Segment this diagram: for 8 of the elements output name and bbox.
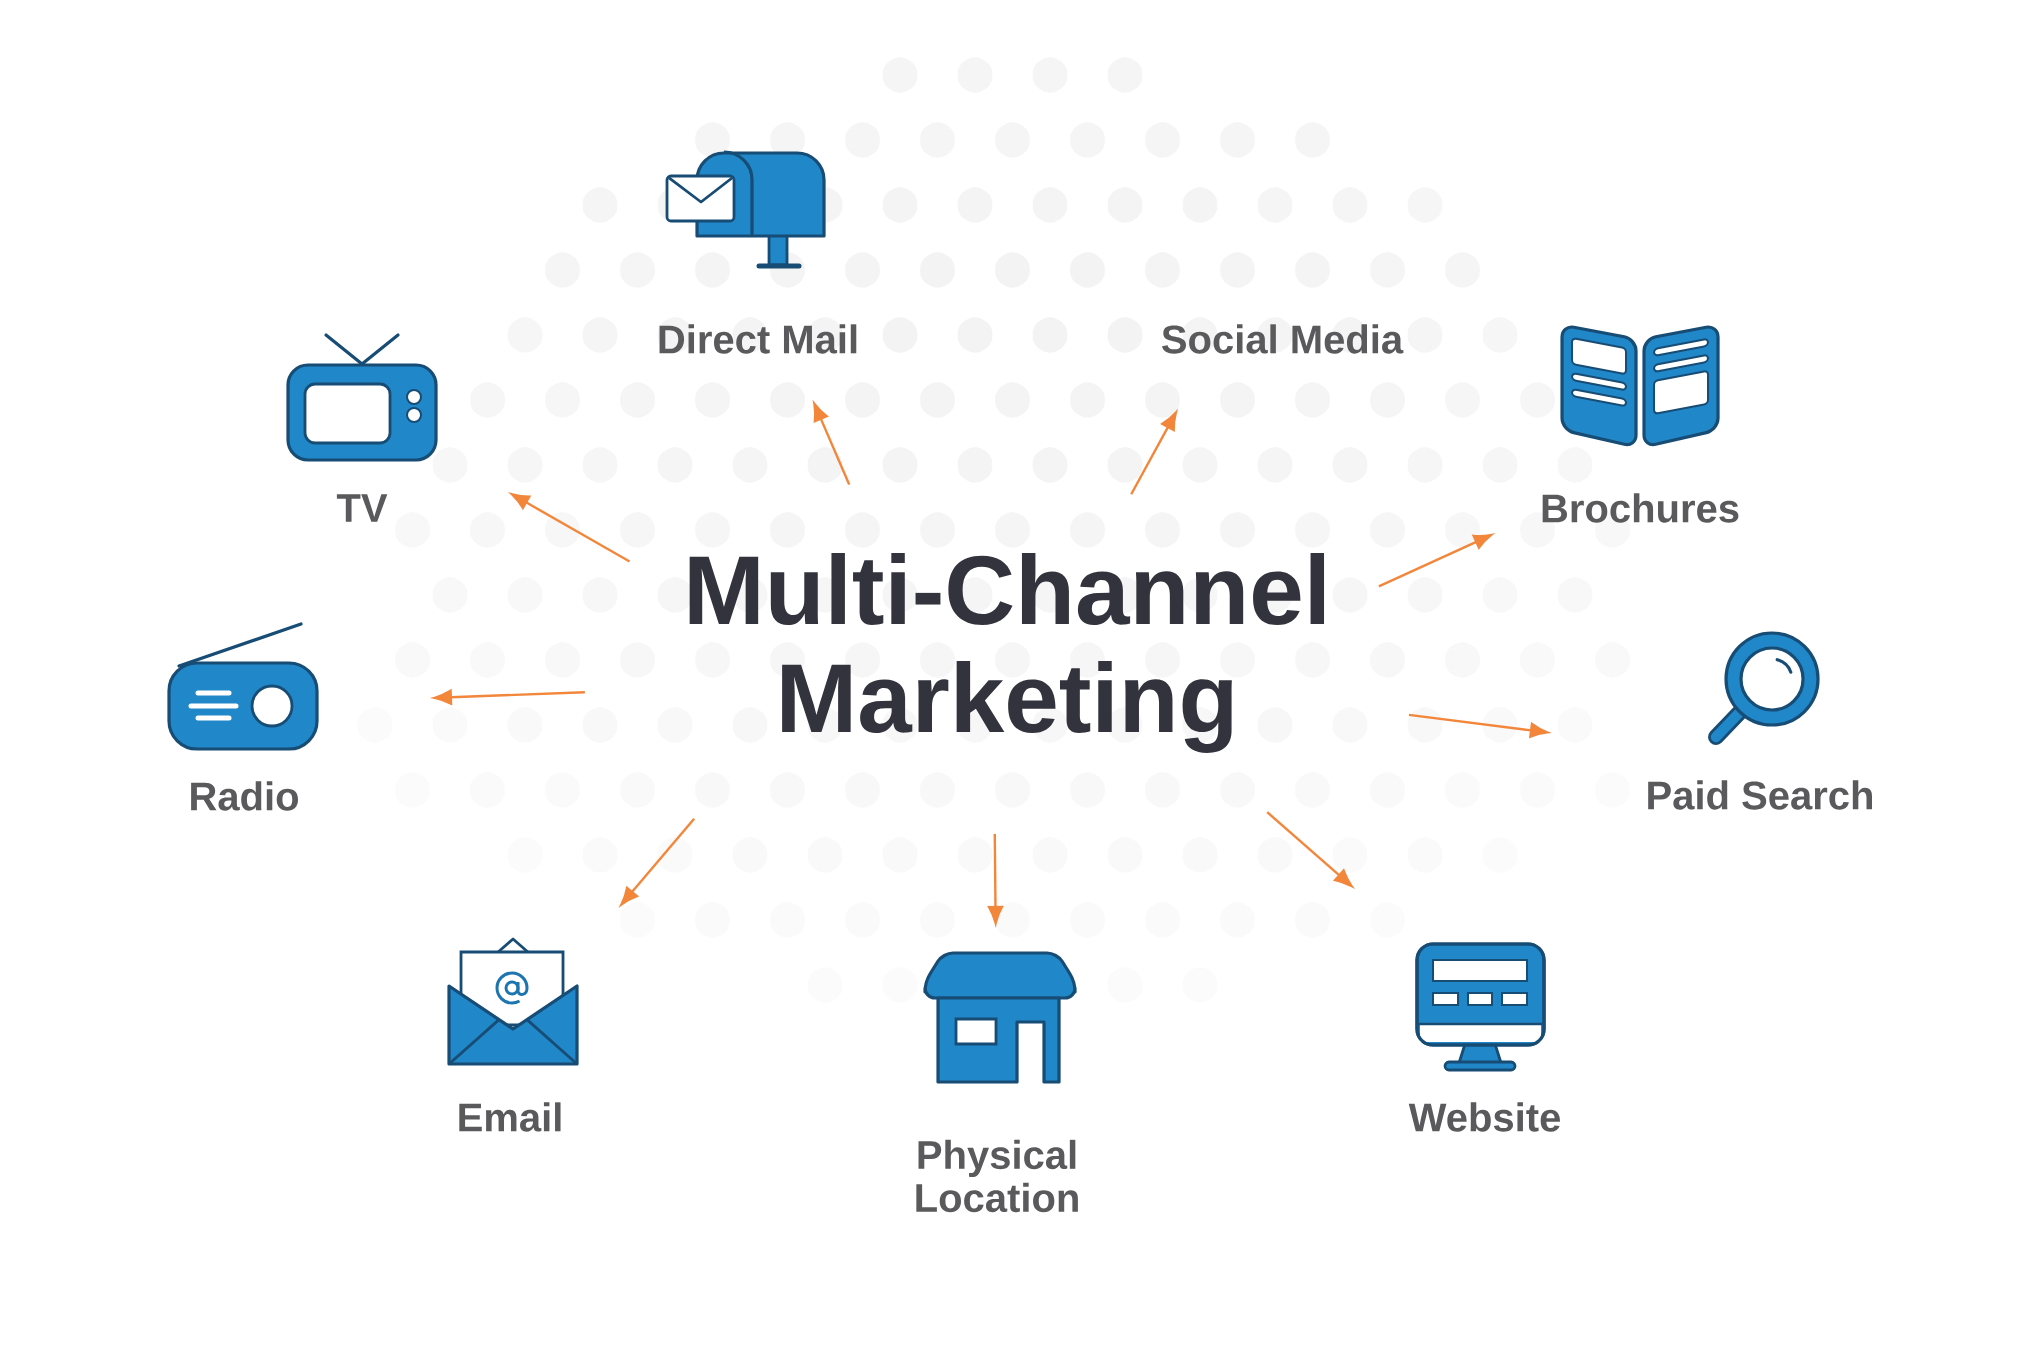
channel-label: Paid Search <box>1648 780 1872 810</box>
channel-label: Website <box>1408 1102 1560 1132</box>
channel-label: Direct Mail <box>659 324 857 354</box>
channel-label: Email <box>459 1102 561 1132</box>
channel-label: TV <box>336 494 388 522</box>
channel-label: Brochures <box>1542 493 1739 523</box>
channel-label: Radio <box>191 781 298 811</box>
channel-label: Physical Location <box>916 1139 1078 1213</box>
